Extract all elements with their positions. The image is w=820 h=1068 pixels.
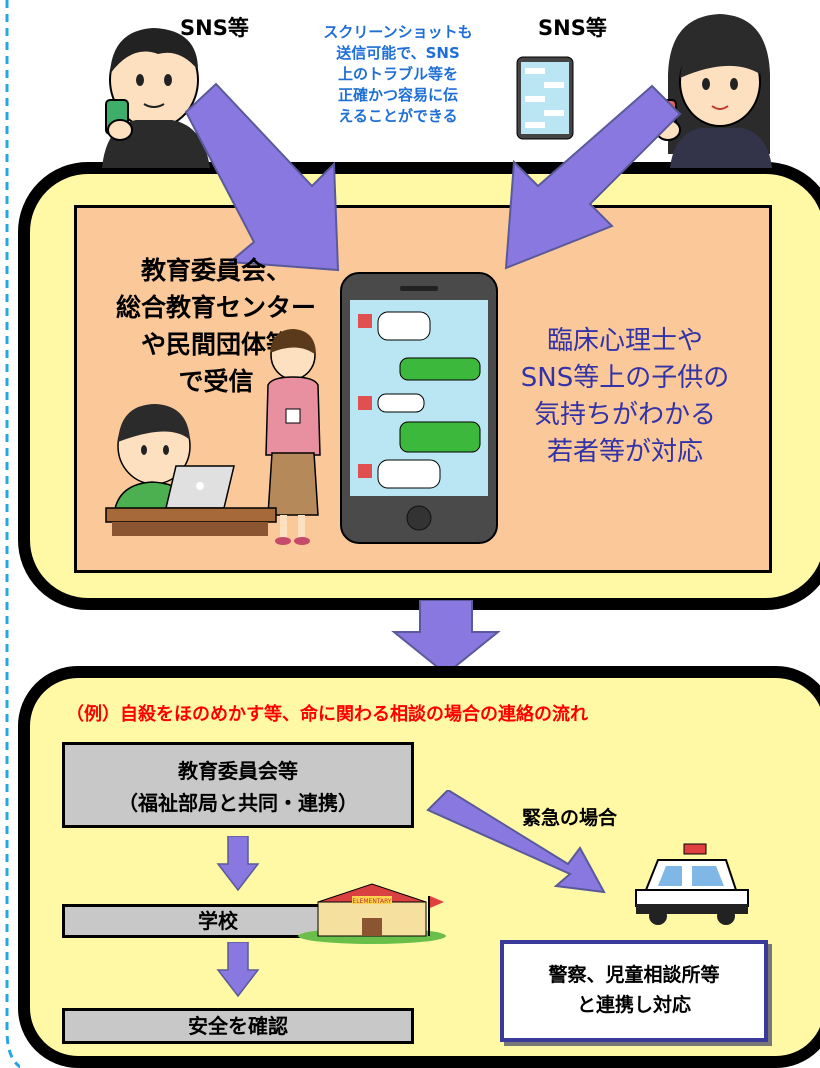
police-car-icon xyxy=(635,843,749,925)
screenshot-phone-icon xyxy=(516,56,574,140)
smartphone-chat-illustration xyxy=(340,272,498,544)
responder-text: 臨床心理士や SNS等上の子供の 気持ちがわかる 若者等が対応 xyxy=(500,323,750,471)
example-title: （例）自殺をほのめかす等、命に関わる相談の場合の連絡の流れ xyxy=(66,704,588,725)
responder-line: SNS等上の子供の xyxy=(520,363,730,393)
board-line-1: 教育委員会等 xyxy=(178,759,298,783)
responder-line: 若者等が対応 xyxy=(546,437,703,467)
emergency-arrow-icon xyxy=(426,790,606,894)
screenshot-note-line: スクリーンショットも xyxy=(323,23,473,41)
screenshot-note-line: 正確かつ容易に伝 xyxy=(337,86,458,104)
safety-label: 安全を確認 xyxy=(188,1014,288,1038)
receiver-text: 教育委員会、 総合教育センター や民間団体等 で受信 xyxy=(100,252,332,400)
screenshot-note-line: 送信可能で、SNS xyxy=(336,44,460,62)
small-down-arrow-icon xyxy=(216,836,260,892)
sns-label-left: SNS等 xyxy=(180,16,249,40)
school-sign-text: ELEMENTARY xyxy=(352,898,391,905)
receiver-line: 教育委員会、 xyxy=(140,256,291,285)
dashed-left-border xyxy=(5,0,20,1068)
police-line-1: 警察、児童相談所等 xyxy=(548,964,720,986)
staff-at-laptop-illustration xyxy=(105,404,277,536)
counselor-woman-illustration xyxy=(265,329,321,545)
school-building-icon: ELEMENTARY xyxy=(298,883,446,944)
screenshot-note-line: 上のトラブル等を xyxy=(337,65,458,83)
board-line-2: （福祉部局と共同・連携） xyxy=(118,791,358,815)
down-arrow-icon xyxy=(391,600,501,676)
emergency-label: 緊急の場合 xyxy=(522,807,618,829)
receiver-line: や民間団体等 xyxy=(140,330,291,359)
small-down-arrow-icon xyxy=(216,942,260,998)
school-label: 学校 xyxy=(198,909,238,933)
police-line-2: と連携し対応 xyxy=(576,994,691,1016)
responder-line: 気持ちがわかる xyxy=(533,400,716,430)
receiver-line: で受信 xyxy=(178,367,254,396)
safety-box: 安全を確認 xyxy=(62,1008,414,1044)
screenshot-note: スクリーンショットも 送信可能で、SNS 上のトラブル等を 正確かつ容易に伝 え… xyxy=(300,22,496,127)
board-of-education-box: 教育委員会等 （福祉部局と共同・連携） xyxy=(62,742,414,828)
screenshot-note-line: えることができる xyxy=(338,107,458,125)
sns-label-right: SNS等 xyxy=(538,16,607,40)
receiver-line: 総合教育センター xyxy=(115,293,316,322)
police-coordination-box: 警察、児童相談所等 と連携し対応 xyxy=(500,940,768,1042)
boy-student-illustration xyxy=(102,28,210,168)
sns-arrows xyxy=(184,82,682,272)
responder-line: 臨床心理士や xyxy=(546,326,703,356)
